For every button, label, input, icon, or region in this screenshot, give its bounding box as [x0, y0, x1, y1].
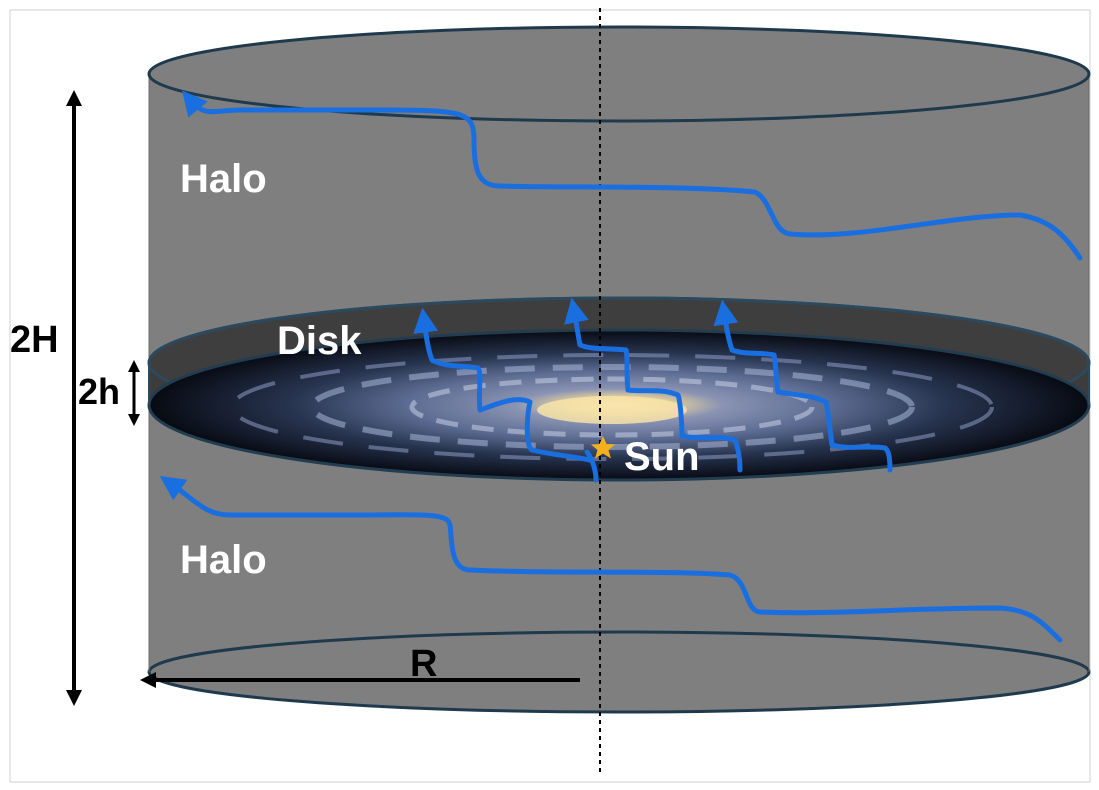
disk-label: Disk	[277, 319, 362, 363]
cr-path-sun	[584, 449, 599, 483]
halo-top-cap	[147, 25, 1091, 123]
height-total-label: 2H	[10, 319, 59, 361]
cr-path-disk-2	[564, 297, 743, 473]
cr-path-upper-halo	[181, 90, 1083, 261]
halo-top-label: Halo	[180, 157, 267, 201]
radius-label: R	[410, 643, 437, 685]
wavy-arrow-icon	[159, 90, 1083, 643]
cr-path-disk-1	[413, 307, 593, 463]
star-icon	[591, 436, 615, 459]
height-disk-label: 2h	[78, 371, 120, 412]
disk-top-rim	[147, 296, 1091, 364]
sun-label: Sun	[624, 435, 700, 479]
cr-path-disk-3	[713, 299, 893, 473]
halo-bottom-label: Halo	[180, 538, 267, 582]
cr-path-lower-halo	[159, 475, 1063, 643]
